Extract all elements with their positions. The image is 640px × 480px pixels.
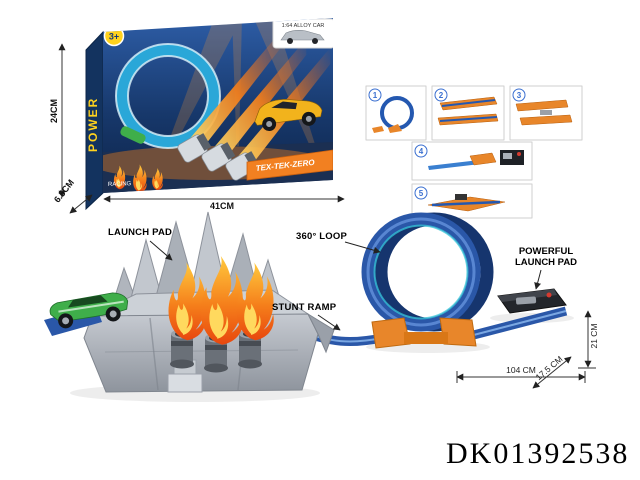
box-width-label: 41CM [209, 201, 234, 211]
powerful-launch-pad-label: POWERFUL LAUNCH PAD [498, 246, 594, 269]
stunt-ramp-arrow [317, 314, 341, 331]
powerful-label-line2: LAUNCH PAD [514, 257, 578, 269]
box-depth-line [69, 194, 93, 214]
instruction-step-4: 4 [411, 141, 533, 181]
alloy-car-tag-text: 1:64 ALLOY CAR [282, 23, 325, 29]
box-loop-art [116, 44, 220, 148]
loop-arrow [344, 241, 381, 254]
callout-arrows [149, 240, 542, 331]
green-toy-car [44, 292, 129, 336]
box-graphic: TEX-TEK-ZERO RACING 3+ 1:64 ALLOY CAR PO… [85, 18, 333, 211]
powerful-label-line1: POWERFUL [518, 246, 574, 257]
step-5-number: 5 [419, 189, 424, 198]
step-4-number: 4 [419, 147, 424, 156]
stunt-ramp-label: STUNT RAMP [272, 302, 337, 313]
box-green-car-art [120, 126, 146, 144]
box-spine-brand: POWER [86, 97, 100, 152]
dimension-lines [58, 43, 596, 389]
step-2-number: 2 [439, 91, 444, 100]
track-length-label: 104 CM [506, 365, 536, 375]
loop-label: 360° LOOP [296, 231, 348, 242]
assembled-track-set [44, 211, 574, 402]
launch-pad-arrow [149, 240, 173, 261]
instruction-step-3: 3 [509, 85, 583, 141]
track-depth-line [532, 356, 572, 389]
instruction-panels: 1 2 3 4 [365, 85, 583, 219]
track-height-label: 21 CM [589, 323, 599, 349]
box-yellow-car-art [254, 98, 323, 132]
box-front-small-text: RACING [108, 181, 132, 188]
powerful-launch-pad [497, 288, 567, 314]
loop-base-connectors [371, 317, 477, 349]
launch-pad-base [83, 211, 335, 393]
instruction-step-5: 5 [411, 183, 533, 219]
product-code: DK01392538 [446, 437, 630, 470]
powerful-pad-arrow [534, 269, 542, 290]
alloy-car-tag: 1:64 ALLOY CAR [272, 18, 333, 49]
box-height-label: 24CM [49, 99, 59, 124]
step-3-number: 3 [517, 91, 522, 100]
step-1-number: 1 [373, 91, 378, 100]
box-banner [246, 149, 333, 181]
instruction-step-1: 1 [365, 85, 427, 141]
age-badge-text: 3+ [109, 32, 119, 42]
box-front-art: TEX-TEK-ZERO RACING 3+ 1:64 ALLOY CAR [103, 18, 333, 193]
launch-pad-label: LAUNCH PAD [108, 227, 173, 238]
instruction-step-2: 2 [431, 85, 505, 141]
loop-360 [361, 212, 494, 332]
